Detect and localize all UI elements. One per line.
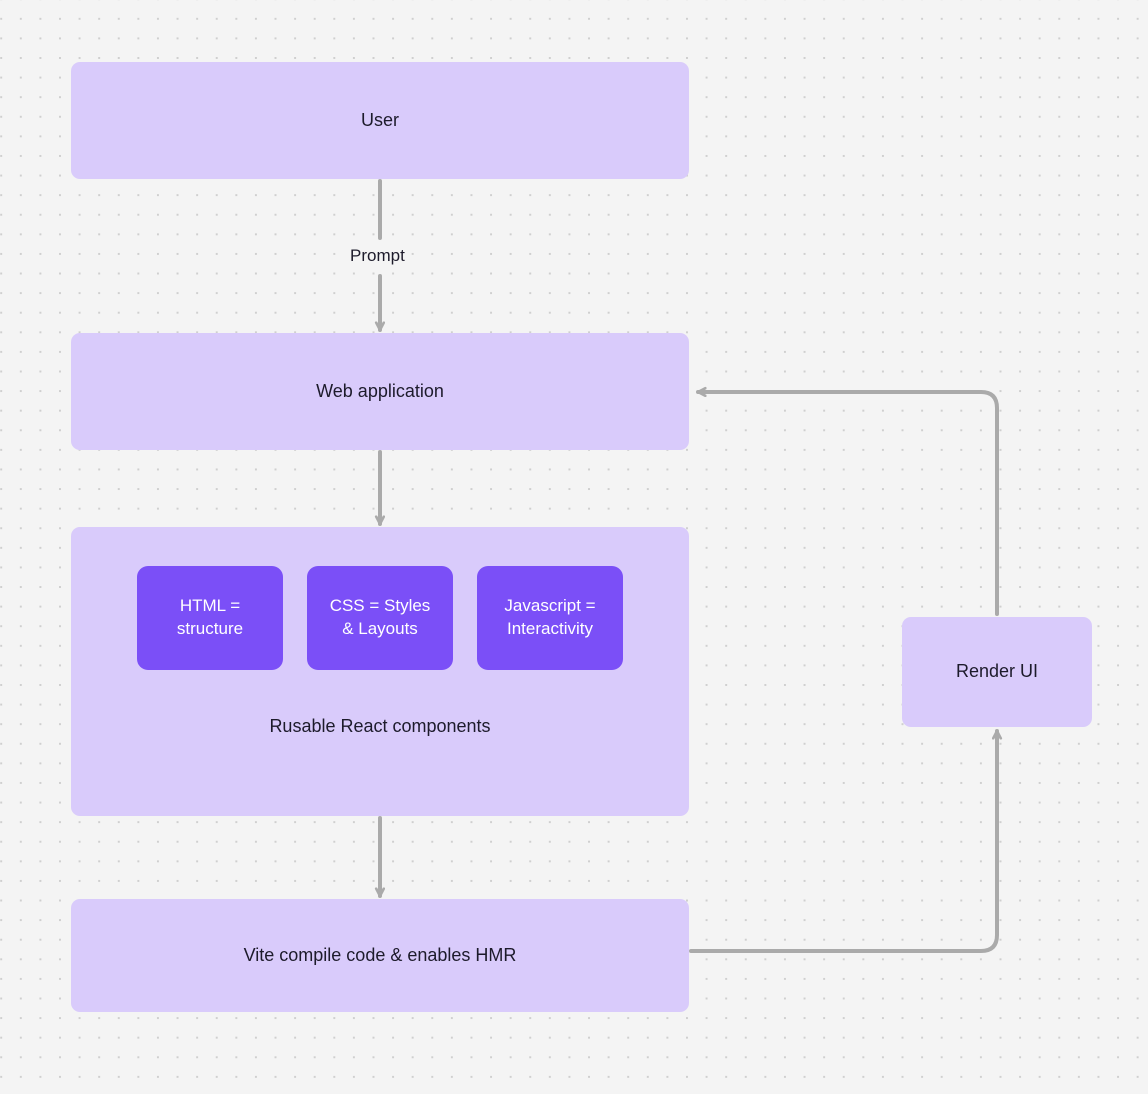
node-css[interactable]: CSS = Styles & Layouts (307, 566, 453, 670)
node-javascript-label: Javascript = Interactivity (504, 595, 595, 641)
edge-vite-to-render (689, 729, 997, 953)
node-user-label: User (360, 109, 399, 130)
node-component-group-caption: Rusable React components (269, 716, 491, 736)
node-component-group[interactable]: HTML = structure CSS = Styles & Layouts … (71, 527, 689, 816)
node-javascript-line2: Interactivity (507, 619, 593, 638)
node-html[interactable]: HTML = structure (137, 566, 283, 670)
node-render-ui-label: Render UI (955, 661, 1039, 682)
node-css-line2: & Layouts (342, 619, 418, 638)
node-html-line1: HTML = (179, 596, 241, 616)
edge-render-to-webapp (696, 392, 999, 616)
node-user[interactable]: User (71, 62, 689, 179)
node-html-line2: structure (176, 619, 244, 638)
node-javascript[interactable]: Javascript = Interactivity (477, 566, 623, 670)
node-css-line1: CSS = Styles (329, 596, 431, 616)
node-render-ui[interactable]: Render UI (902, 617, 1092, 727)
node-vite-label: Vite compile code & enables HMR (243, 944, 517, 965)
node-css-label: CSS = Styles & Layouts (330, 595, 431, 641)
node-web-application[interactable]: Web application (71, 333, 689, 450)
node-vite[interactable]: Vite compile code & enables HMR (71, 899, 689, 1012)
node-javascript-line1: Javascript = (504, 596, 596, 616)
node-html-label: HTML = structure (177, 595, 243, 641)
node-web-application-label: Web application (316, 380, 444, 401)
edge-label-prompt: Prompt (344, 246, 411, 266)
